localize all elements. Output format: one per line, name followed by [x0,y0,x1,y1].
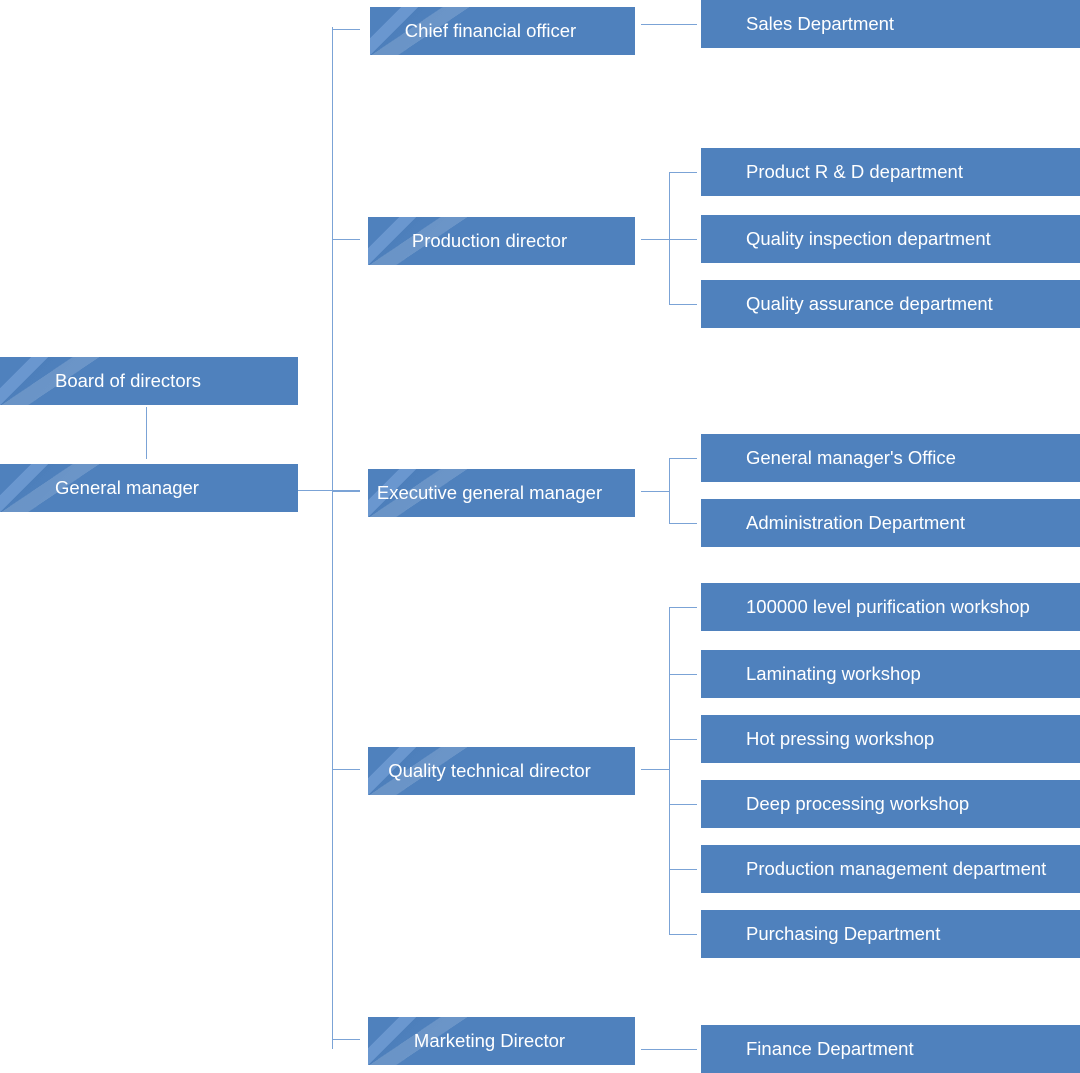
node-label: General manager's Office [746,447,956,468]
node-deep-processing-workshop[interactable]: Deep processing workshop [701,780,1080,828]
connector-line [641,491,669,492]
node-production-management-department[interactable]: Production management department [701,845,1080,893]
node-sales-department[interactable]: Sales Department [701,0,1080,48]
connector-branch-line [669,607,670,935]
connector-line [669,607,697,608]
connector-line [641,239,669,240]
node-label: Executive general manager [376,482,603,503]
connector-line [641,24,697,25]
node-label: Deep processing workshop [746,793,970,814]
node-label: Finance Department [746,1038,914,1059]
node-label: Production director [411,230,568,251]
node-laminating-workshop[interactable]: Laminating workshop [701,650,1080,698]
connector-line [146,407,147,459]
node-label: Marketing Director [413,1030,566,1051]
node-executive-general-manager[interactable]: Executive general manager [368,469,635,517]
node-label: 100000 level purification workshop [746,596,1030,617]
node-label: Quality assurance department [746,293,993,314]
node-product-r-d-department[interactable]: Product R & D department [701,148,1080,196]
node-label: Board of directors [55,370,202,391]
connector-branch-line [669,458,670,524]
connector-line [641,769,669,770]
connector-line [332,769,360,770]
node-quality-assurance-department[interactable]: Quality assurance department [701,280,1080,328]
node-general-manager-s-office[interactable]: General manager's Office [701,434,1080,482]
connector-line [669,304,697,305]
node-quality-inspection-department[interactable]: Quality inspection department [701,215,1080,263]
connector-line [641,1049,697,1050]
connector-line [332,29,360,30]
connector-line [332,239,360,240]
node-label: Chief financial officer [404,20,577,41]
connector-line [332,491,360,492]
node-label: Laminating workshop [746,663,921,684]
connector-line [669,674,697,675]
node-quality-technical-director[interactable]: Quality technical director [368,747,635,795]
node-label: General manager [55,477,199,498]
node-label: Administration Department [746,512,966,533]
connector-line [669,934,697,935]
node-label: Sales Department [746,13,895,34]
connector-line [332,1039,360,1040]
node-marketing-director[interactable]: Marketing Director [368,1017,635,1065]
node-board-of-directors[interactable]: Board of directors [0,357,298,405]
node-general-manager[interactable]: General manager [0,464,298,512]
node-label: Quality technical director [388,760,591,781]
connector-branch-line [669,172,670,305]
node-production-director[interactable]: Production director [368,217,635,265]
node-label: Product R & D department [746,161,963,182]
node-100000-level-purification-workshop[interactable]: 100000 level purification workshop [701,583,1080,631]
node-label: Hot pressing workshop [746,728,935,749]
node-purchasing-department[interactable]: Purchasing Department [701,910,1080,958]
node-administration-department[interactable]: Administration Department [701,499,1080,547]
connector-trunk-line [332,27,333,1049]
node-label: Quality inspection department [746,228,991,249]
connector-line [669,458,697,459]
node-finance-department[interactable]: Finance Department [701,1025,1080,1073]
node-label: Production management department [746,858,1047,879]
connector-line [669,239,697,240]
connector-line [669,739,697,740]
node-chief-financial-officer[interactable]: Chief financial officer [370,7,635,55]
connector-line [669,869,697,870]
node-label: Purchasing Department [746,923,941,944]
connector-line [298,490,360,491]
node-hot-pressing-workshop[interactable]: Hot pressing workshop [701,715,1080,763]
connector-line [669,523,697,524]
connector-line [669,172,697,173]
connector-line [669,804,697,805]
